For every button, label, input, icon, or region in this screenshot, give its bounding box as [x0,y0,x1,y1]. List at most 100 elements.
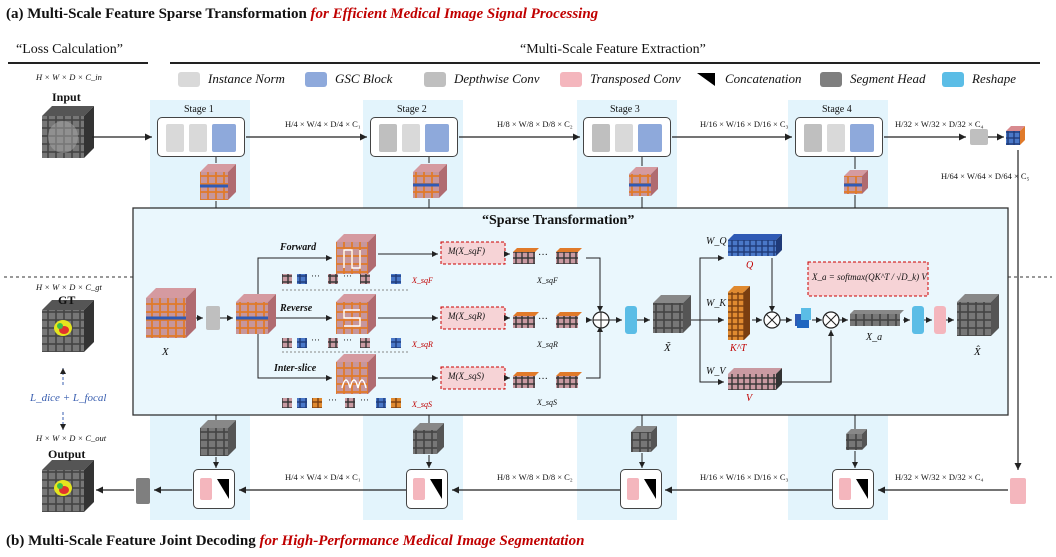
dec3-box [620,469,662,509]
title-a-italic: for Efficient Medical Image Signal Proce… [310,6,599,22]
reverse-small-cubes [282,338,401,348]
gt-dims: H × W × D × C_gt [36,282,102,292]
enc-dim-3: H/16 × W/16 × D/16 × C₃ [700,119,789,129]
dots-reverse: ··· [538,314,548,325]
v-label: V [746,393,753,404]
xa-token-block [850,310,904,326]
forward-small-cubes [282,274,401,284]
x-tilde-cube [653,295,691,333]
forward-label: Forward [280,242,317,253]
stage4-gsc-block [850,124,874,152]
bottleneck-cube [1006,126,1025,145]
stage2-box [370,117,458,157]
dots-reverse-small: ··· [311,335,320,345]
legend-concatenation: Concatenation [695,71,802,87]
stage2-dwconv [379,124,397,152]
stage1-instance-norm-2 [189,124,207,152]
stage3-box [583,117,671,157]
stage4-instance-norm [827,124,845,152]
reverse-label: Reverse [280,303,313,314]
reverse-cube [336,294,376,334]
inter-slice-label: Inter-slice [274,363,317,374]
legend-depthwise-conv: Depthwise Conv [424,71,540,87]
xsq-forward-label-left: X_sqF [412,276,433,285]
xa-label: X_a [866,332,883,343]
dots-forward-small-2: ··· [343,271,352,281]
dots-reverse-small-2: ··· [343,335,352,345]
forward-cube [336,234,376,274]
q-label: Q [746,260,754,271]
xsq-forward-label-right: X_sqF [537,276,558,285]
dec2-transposed-conv [413,478,425,500]
stage4-box [795,117,883,157]
wv-label: W_V [706,366,726,377]
forward-token-seq [513,248,582,264]
reshape-block-2 [912,306,924,334]
dec-dim-1: H/4 × W/4 × D/4 × C₁ [285,472,361,482]
x-hat-cube [957,294,999,336]
kt-label: K^T [730,343,747,354]
x-label: X [162,346,169,358]
dec3-skip-cube [631,426,657,452]
attention-formula: X_a = softmax(QK^T / √D_k) V [812,272,927,282]
stage3-label: Stage 3 [610,104,640,115]
inter-slice-token-seq [513,372,582,388]
sparse-transposed-conv [934,306,946,334]
stage1-label: Stage 1 [184,104,214,115]
xsq-reverse-label-right: X_sqR [537,340,558,349]
enc-dim-1: H/4 × W/4 × D/4 × C₁ [285,119,361,129]
legend-instance-norm: Instance Norm [178,71,285,87]
dec1-concat-icon [217,479,229,499]
inter-slice-cube [336,354,376,394]
inter-slice-small-cubes [282,398,401,408]
gt-label: GT [58,293,76,307]
dec-dim-2: H/8 × W/8 × D/8 × C₂ [497,472,573,482]
dec1-box [193,469,235,509]
xsq-reverse-label-left: X_sqR [412,340,433,349]
dec3-concat-icon [644,479,656,499]
reverse-token-seq [513,312,582,328]
legend-reshape: Reshape [942,71,1016,87]
stage3-skip-cube [629,167,658,196]
stage2-label: Stage 2 [397,104,427,115]
dec4-skip-cube [846,429,867,450]
x-hat-label: X̂ [974,346,981,358]
enc-dim-2: H/8 × W/8 × D/8 × C₂ [497,119,573,129]
stage3-dwconv [592,124,610,152]
q-block [728,234,782,256]
dec4-box [832,469,874,509]
stage4-label: Stage 4 [822,104,852,115]
attention-formula-box [807,261,929,297]
output-dims: H × W × D × C_out [36,433,107,443]
sparse-header: “Sparse Transformation” [482,213,635,228]
bottleneck-dwconv [970,129,988,145]
dots-inter-slice: ··· [538,374,548,385]
xsq-inter-slice-label-right: X_sqS [537,398,557,407]
dec-dim-4: H/32 × W/32 × D/32 × C₄ [895,472,984,482]
attention-map-block [795,308,811,328]
title-b: (b) Multi-Scale Feature Joint Decoding f… [6,533,584,550]
loss-header: “Loss Calculation” [16,42,123,57]
title-a: (a) Multi-Scale Feature Sparse Transform… [6,6,598,23]
input-dims: H × W × D × C_in [36,72,102,82]
dots-forward: ··· [538,250,548,261]
bottleneck-transposed-conv [1010,478,1026,504]
dots-inter-slice-small-2: ··· [360,395,369,405]
dots-forward-small: ··· [311,271,320,281]
stage2-gsc-block [425,124,449,152]
dec3-transposed-conv [627,478,639,500]
dec2-concat-icon [430,479,442,499]
dec4-concat-icon [856,479,868,499]
stage4-skip-cube [844,170,868,194]
dec-dim-3: H/16 × W/16 × D/16 × C₃ [700,472,789,482]
title-b-bold: (b) Multi-Scale Feature Joint Decoding [6,533,256,549]
legend-transposed-conv: Transposed Conv [560,71,681,87]
legend-segment-head: Segment Head [820,71,925,87]
stage3-instance-norm [615,124,633,152]
title-a-bold: (a) Multi-Scale Feature Sparse Transform… [6,6,307,22]
dec4-transposed-conv [839,478,851,500]
legend-gsc-block: GSC Block [305,71,392,87]
loss-formula: L_dice + L_focal [30,392,107,404]
m-inter-slice-label: M(X_sqS) [448,371,484,381]
